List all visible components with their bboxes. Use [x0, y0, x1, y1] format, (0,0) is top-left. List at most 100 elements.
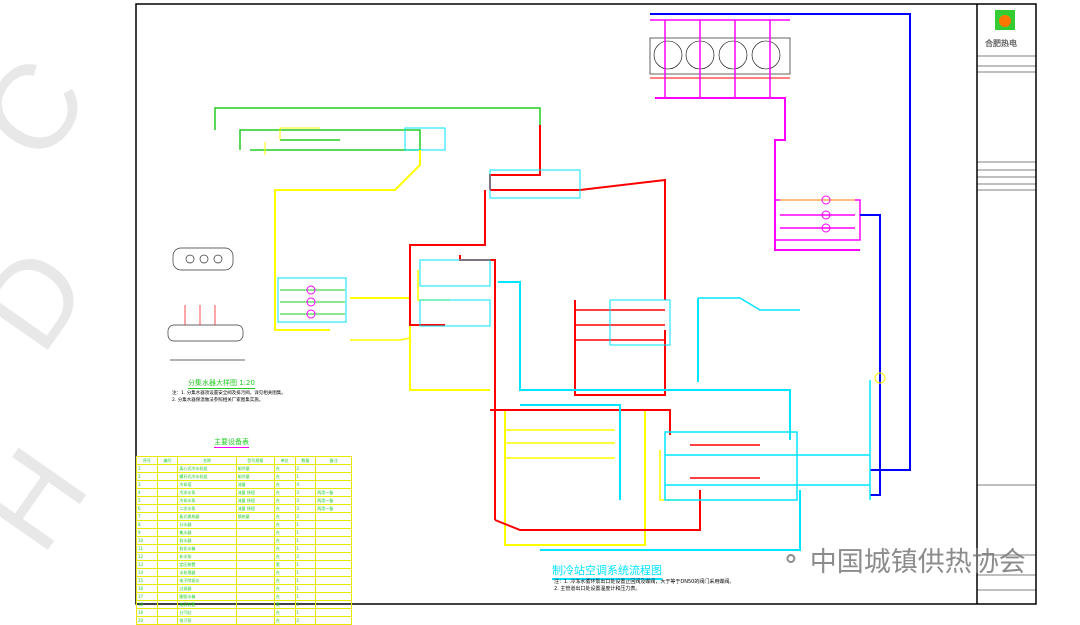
table-cell	[315, 560, 352, 569]
wechat-account-name: 中国城镇供热协会	[809, 547, 1026, 578]
table-cell: 制冷量	[235, 472, 275, 481]
table-cell: 台	[273, 488, 296, 497]
table-cell: 5	[136, 496, 158, 505]
table-cell	[235, 592, 275, 601]
table-cell: 台	[273, 584, 296, 593]
table-cell: 台	[273, 472, 296, 481]
table-header: 单位	[273, 456, 296, 465]
table-cell: 套	[273, 600, 296, 609]
drawing-title: 制冷站空调系统流程图	[552, 562, 662, 580]
table-cell	[156, 608, 179, 617]
table-cell: 1	[294, 600, 317, 609]
table-cell: 2	[294, 616, 317, 625]
table-cell: 过滤器	[177, 584, 237, 593]
table-cell	[156, 600, 179, 609]
table-cell: 冷却水泵	[177, 496, 237, 505]
table-cell: 12	[136, 552, 158, 561]
table-cell: 10	[136, 536, 158, 545]
table-cell	[235, 528, 275, 537]
cooling-towers	[649, 19, 791, 79]
detail-note-line: 2. 分集水器保温做法参照相关厂家图集实施。	[172, 398, 264, 403]
table-cell: 两用一备	[315, 488, 352, 497]
table-cell	[315, 544, 352, 553]
table-cell	[235, 552, 275, 561]
makeup-water-lines	[214, 107, 541, 155]
collector-detail-drawing	[167, 247, 245, 361]
table-header-row: 序号 编号 名称 型号规格 单位 数量 备注	[136, 456, 352, 465]
drawing-notes: 注：1. 冷冻水循环泵出口处设置止回阀及蝶阀，大于等于DN50的阀门采用蝶阀。 …	[554, 579, 734, 593]
table-cell: 冷却塔	[177, 480, 237, 489]
table-cell: 6	[136, 504, 158, 513]
table-cell: 台	[273, 464, 296, 473]
table-cell: 20	[136, 616, 158, 625]
table-header: 序号	[136, 456, 158, 465]
table-cell: 1	[294, 520, 317, 529]
table-cell: 17	[136, 592, 158, 601]
table-cell	[156, 504, 179, 513]
note-line: 2. 主管道出口处设置温度计和压力表。	[554, 586, 641, 592]
chilled-supply-pipes	[409, 125, 701, 531]
table-cell: 集水器	[177, 528, 237, 537]
table-cell	[315, 584, 352, 593]
table-cell: 3	[136, 480, 158, 489]
table-cell: 1	[294, 560, 317, 569]
table-cell	[156, 592, 179, 601]
table-cell	[315, 464, 352, 473]
table-cell: 台	[273, 544, 296, 553]
table-header: 数量	[294, 456, 317, 465]
table-cell: 台	[273, 496, 296, 505]
table-cell: 3	[294, 496, 317, 505]
table-cell: 水处理器	[177, 568, 237, 577]
table-cell	[156, 528, 179, 537]
table-cell	[235, 608, 275, 617]
table-cell: 膨胀水箱	[177, 592, 237, 601]
table-cell	[235, 568, 275, 577]
table-cell: 台	[273, 528, 296, 537]
detail-notes: 注：1. 分集水器须设置安全阀及排污阀，详见相关图集。 2. 分集水器保温做法参…	[172, 390, 372, 404]
table-cell: 冷冻水泵	[177, 488, 237, 497]
table-cell	[315, 600, 352, 609]
table-cell	[315, 568, 352, 577]
table-cell: 换热量	[235, 512, 275, 521]
drawing-border	[135, 3, 1037, 605]
table-cell	[156, 472, 179, 481]
drawing-sheet	[135, 3, 1037, 605]
table-cell: 台	[273, 616, 296, 625]
table-cell: 流量	[235, 480, 275, 489]
table-cell: 台	[273, 504, 296, 513]
table-cell: 1	[294, 608, 317, 617]
table-cell: 9	[136, 528, 158, 537]
table-cell: 台	[273, 568, 296, 577]
table-cell: 1	[294, 472, 317, 481]
table-cell	[315, 608, 352, 617]
table-cell: 排污泵	[177, 616, 237, 625]
table-cell: 台	[273, 608, 296, 617]
table-cell	[235, 560, 275, 569]
table-cell: 16	[136, 584, 158, 593]
table-cell	[315, 616, 352, 625]
table-cell: 14	[136, 568, 158, 577]
table-cell	[235, 584, 275, 593]
table-cell	[156, 496, 179, 505]
table-cell: 2	[136, 472, 158, 481]
table-cell: 分水器	[177, 520, 237, 529]
table-cell: 软化水箱	[177, 544, 237, 553]
table-cell: 4	[294, 480, 317, 489]
table-cell	[315, 576, 352, 585]
table-cell: 13	[136, 560, 158, 569]
table-cell: 1	[294, 544, 317, 553]
table-cell	[156, 560, 179, 569]
table-cell: 软水器	[177, 536, 237, 545]
